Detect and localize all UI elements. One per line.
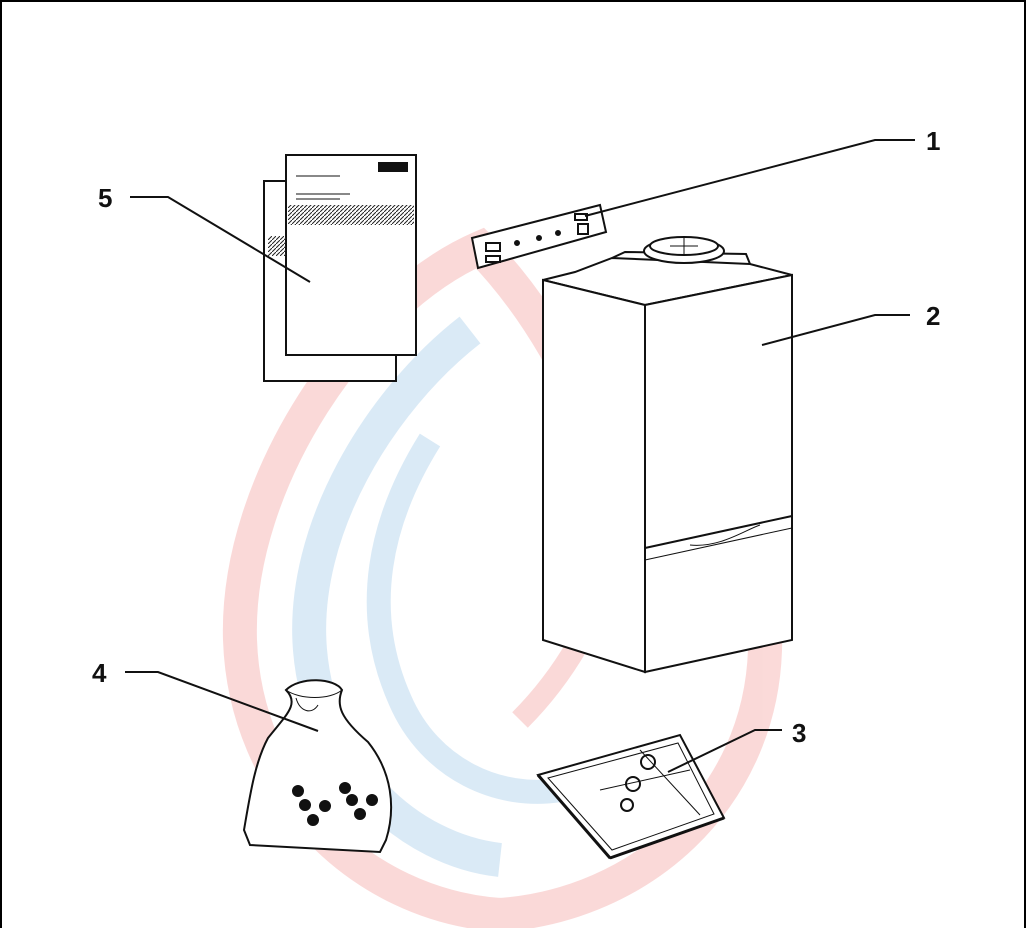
instruction-documents (263, 154, 417, 382)
leader-line-2 (761, 314, 910, 346)
callout-label-1: 1 (926, 126, 940, 156)
leader-line-5 (130, 196, 311, 283)
leader-line-1 (584, 139, 915, 217)
leader-line-4 (125, 671, 319, 732)
boiler-unit (542, 236, 793, 674)
callout-label-4: 4 (92, 658, 107, 688)
wall-mounting-bracket (470, 203, 608, 270)
leader-lines (125, 139, 915, 773)
fixings-bag (242, 679, 393, 854)
leader-line-3 (667, 729, 782, 773)
callout-label-2: 2 (926, 301, 940, 331)
callout-label-5: 5 (98, 183, 112, 213)
callout-label-3: 3 (792, 718, 806, 748)
bottom-cover-tray (536, 733, 726, 860)
